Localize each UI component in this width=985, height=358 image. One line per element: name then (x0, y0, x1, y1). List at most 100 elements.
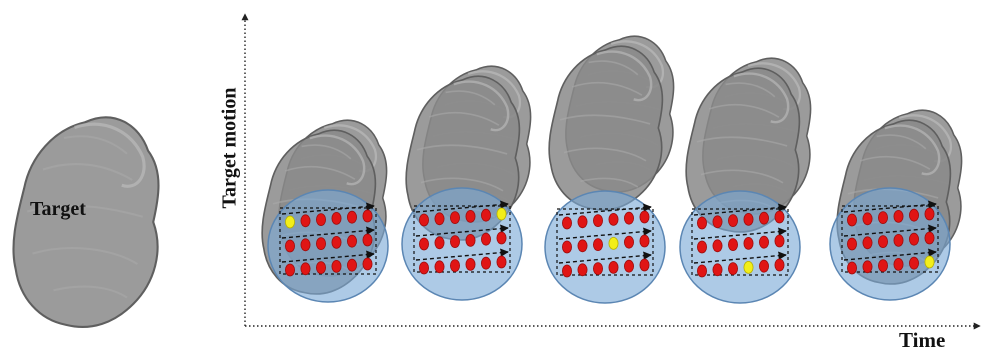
scan-spot (775, 211, 784, 223)
scan-spot (347, 259, 356, 271)
scan-spot (332, 212, 341, 224)
scan-spot (466, 210, 475, 222)
scan-spot (419, 214, 428, 226)
scan-spot (578, 240, 587, 252)
scan-spot (624, 236, 633, 248)
scan-spot (847, 238, 856, 250)
scan-spot (481, 257, 490, 269)
x-axis-label: Time (899, 328, 945, 353)
scan-spot (347, 235, 356, 247)
scan-spot (878, 212, 887, 224)
scan-spot (847, 262, 856, 274)
scan-spot (759, 236, 768, 248)
scan-spot (316, 214, 325, 226)
scan-spot (466, 258, 475, 270)
scan-spot (301, 215, 310, 227)
frame-t5 (830, 110, 962, 300)
scan-spot (363, 234, 372, 246)
scan-spot (909, 209, 918, 221)
scan-spot (562, 265, 571, 277)
scan-spot (332, 236, 341, 248)
scan-spot (640, 211, 649, 223)
scan-spot (609, 261, 618, 273)
scan-spot (593, 215, 602, 227)
scan-spot (624, 260, 633, 272)
scan-spot (759, 260, 768, 272)
scan-spot (332, 260, 341, 272)
scan-spot (578, 264, 587, 276)
scan-spot (285, 264, 294, 276)
active-scan-spot (609, 237, 618, 249)
scan-spot (419, 238, 428, 250)
active-scan-spot (925, 256, 934, 268)
scan-spot (894, 258, 903, 270)
scan-spot (450, 236, 459, 248)
scan-spot (363, 210, 372, 222)
scan-spot (481, 233, 490, 245)
scan-spot (894, 234, 903, 246)
y-axis-label: Target motion (219, 88, 242, 209)
frame-t2 (402, 66, 531, 300)
scan-spot (363, 258, 372, 270)
frame-sequence (262, 36, 961, 303)
scan-spot (744, 213, 753, 225)
scan-spot (435, 237, 444, 249)
scan-spot (909, 233, 918, 245)
scan-spot (609, 213, 618, 225)
scan-spot (728, 215, 737, 227)
active-scan-spot (744, 261, 753, 273)
frame-t4 (680, 58, 811, 303)
scan-spot (863, 237, 872, 249)
scan-spot (863, 261, 872, 273)
scan-spot (578, 216, 587, 228)
tumor-volume (549, 46, 662, 210)
scan-spot (713, 240, 722, 252)
scan-spot (450, 260, 459, 272)
scan-spot (775, 235, 784, 247)
scan-spot (316, 238, 325, 250)
scan-spot (775, 259, 784, 271)
scan-spot (593, 239, 602, 251)
scan-spot (713, 216, 722, 228)
static-target-volume (13, 117, 158, 327)
scan-spot (301, 239, 310, 251)
scan-spot (562, 241, 571, 253)
scan-spot (697, 217, 706, 229)
scan-spot (878, 236, 887, 248)
scan-spot (759, 212, 768, 224)
scan-spot (347, 211, 356, 223)
scan-spot (863, 213, 872, 225)
scan-spot (697, 241, 706, 253)
scan-spot (466, 234, 475, 246)
scan-spot (744, 237, 753, 249)
active-scan-spot (497, 208, 506, 220)
scan-spot (435, 261, 444, 273)
scan-spot (450, 212, 459, 224)
scan-spot (419, 262, 428, 274)
scan-spot (497, 232, 506, 244)
frame-t1 (262, 120, 388, 302)
target-label: Target (30, 198, 86, 221)
scan-spot (925, 232, 934, 244)
scan-spot (847, 214, 856, 226)
scan-spot (925, 208, 934, 220)
scan-spot (435, 213, 444, 225)
scan-spot (316, 262, 325, 274)
scan-spot (713, 264, 722, 276)
target-tumor (13, 117, 158, 327)
scan-spot (909, 257, 918, 269)
scan-spot (593, 263, 602, 275)
scan-spot (562, 217, 571, 229)
scan-spot (894, 210, 903, 222)
scan-spot (697, 265, 706, 277)
scan-spot (728, 263, 737, 275)
scan-spot (481, 209, 490, 221)
scan-spot (728, 239, 737, 251)
scan-spot (497, 256, 506, 268)
scan-spot (301, 263, 310, 275)
frame-t3 (545, 36, 674, 303)
scan-spot (624, 212, 633, 224)
scan-spot (640, 259, 649, 271)
scan-spot (285, 240, 294, 252)
